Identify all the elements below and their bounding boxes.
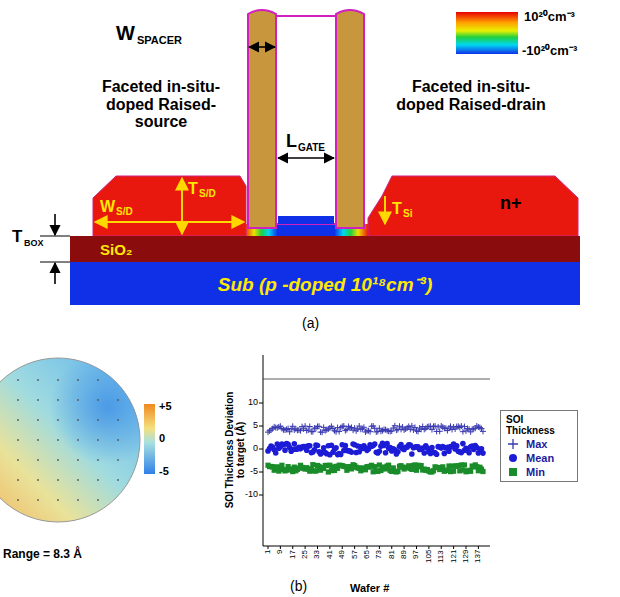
panel-label: (b) [290, 579, 307, 594]
tick-label: 5 [253, 421, 258, 431]
dimension-subscript: GATE [298, 142, 325, 153]
dimension-symbol: W [100, 198, 115, 216]
axis-title: SOI Thickness Deviation to target (Å) [224, 390, 246, 510]
tick-label: 33 [313, 550, 322, 559]
legend-text: Mean [526, 452, 554, 464]
tick-label: 129 [462, 550, 471, 563]
tick-label: 121 [449, 550, 458, 563]
region-label: Faceted in-situ-doped Raised-source [86, 78, 236, 131]
tick-label: -10 [245, 490, 258, 500]
axis-title: Wafer # [350, 582, 389, 594]
legend-swatch [506, 438, 520, 450]
tick-label: 10 [248, 398, 258, 408]
legend-text: Max [526, 438, 547, 450]
dimension-symbol: L [286, 132, 297, 152]
dimension-symbol: T [188, 180, 198, 198]
panel-label: (a) [302, 316, 319, 331]
tick-label: 57 [350, 550, 359, 559]
legend-swatch [506, 452, 520, 464]
dimension-subscript: S/D [199, 188, 216, 199]
band-label: SiO₂ [100, 241, 133, 258]
tick-label: 1 [264, 550, 273, 554]
tick-label: 113 [437, 550, 446, 563]
tick-label: 81 [387, 550, 396, 559]
dimension-subscript: BOX [24, 239, 44, 249]
scale-label: -5 [159, 465, 169, 477]
doping-label: n+ [500, 194, 522, 214]
tick-label: 25 [301, 550, 310, 559]
dimension-symbol: W [116, 22, 135, 44]
tick-label: 105 [424, 550, 433, 563]
tick-label: 97 [412, 550, 421, 559]
scale-label: 0 [159, 432, 165, 444]
dimension-symbol: T [392, 200, 402, 218]
dimension-subscript: Si [403, 208, 412, 219]
tick-label: 9 [276, 550, 285, 554]
dimension-symbol: T [12, 228, 22, 247]
band-label: Sub (p -doped 10¹⁸cm⁻³) [218, 271, 432, 297]
tick-label: 137 [474, 550, 483, 563]
tick-label: 17 [288, 550, 297, 559]
scale-label: 10²⁰cm⁻³ [524, 10, 575, 24]
legend-title: SOI Thickness [506, 414, 572, 436]
substrate-band: Sub (p -doped 10¹⁸cm⁻³) [70, 262, 580, 305]
legend-swatch [506, 466, 520, 478]
legend-row: Min [506, 466, 572, 478]
dimension-subscript: S/D [116, 206, 133, 217]
tick-label: -5 [250, 467, 258, 477]
range-note: Range = 8.3 Å [3, 548, 82, 561]
scale-label: +5 [159, 400, 172, 412]
dimension-subscript: SPACER [137, 34, 182, 46]
tick-label: 65 [363, 550, 372, 559]
legend-row: Mean [506, 452, 572, 464]
tick-label: 73 [375, 550, 384, 559]
scale-label: -10²⁰cm⁻³ [522, 44, 577, 58]
tick-label: 41 [325, 550, 334, 559]
buried-oxide-band: SiO₂ [70, 236, 580, 262]
legend-row: Max [506, 438, 572, 450]
region-label: Faceted in-situ-doped Raised-drain [396, 78, 546, 113]
tick-label: 0 [253, 444, 258, 454]
tick-label: 89 [400, 550, 409, 559]
legend-text: Min [526, 466, 545, 478]
tick-label: 49 [338, 550, 347, 559]
chart-legend: SOI ThicknessMaxMeanMin [500, 410, 578, 482]
